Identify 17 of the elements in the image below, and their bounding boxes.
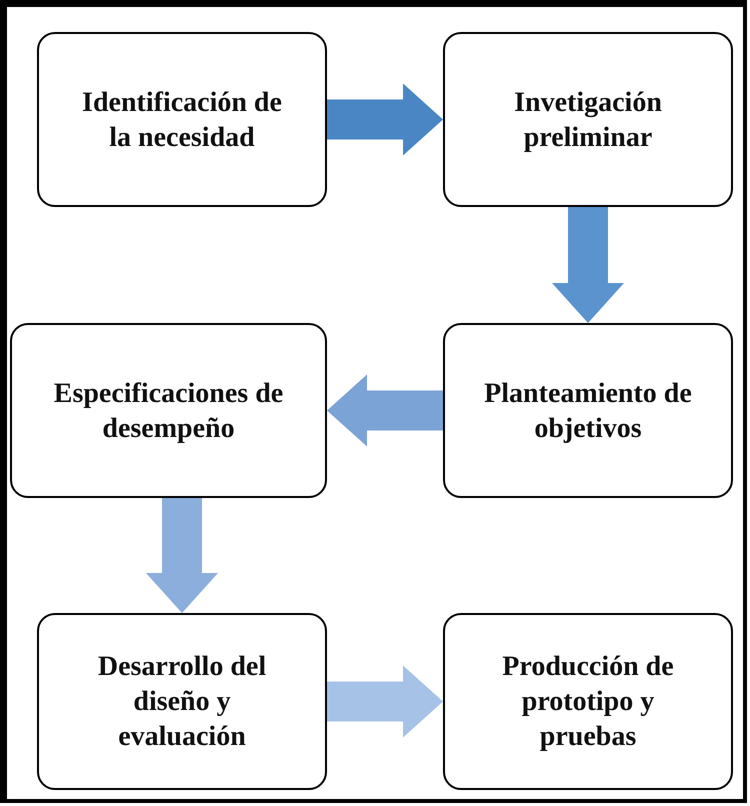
step-label: Especificaciones de desempeño (52, 376, 284, 446)
process-box (443, 32, 733, 207)
step-label: Planteamiento de objetivos (483, 376, 693, 446)
block-arrow (327, 374, 443, 446)
step-label: Identificación de la necesidad (81, 86, 283, 154)
block-arrow (327, 666, 443, 738)
process-box (37, 613, 327, 790)
step-label: Desarrollo del diseño y evaluación (96, 650, 268, 754)
block-arrow (552, 207, 624, 323)
process-box (37, 32, 327, 207)
process-box (10, 323, 327, 498)
process-box (443, 323, 733, 498)
step-label: Invetigación preliminar (513, 86, 663, 154)
block-arrow (327, 84, 443, 156)
step-label: Producción de prototipo y pruebas (501, 650, 675, 754)
block-arrow (146, 498, 218, 613)
process-box (443, 613, 733, 790)
